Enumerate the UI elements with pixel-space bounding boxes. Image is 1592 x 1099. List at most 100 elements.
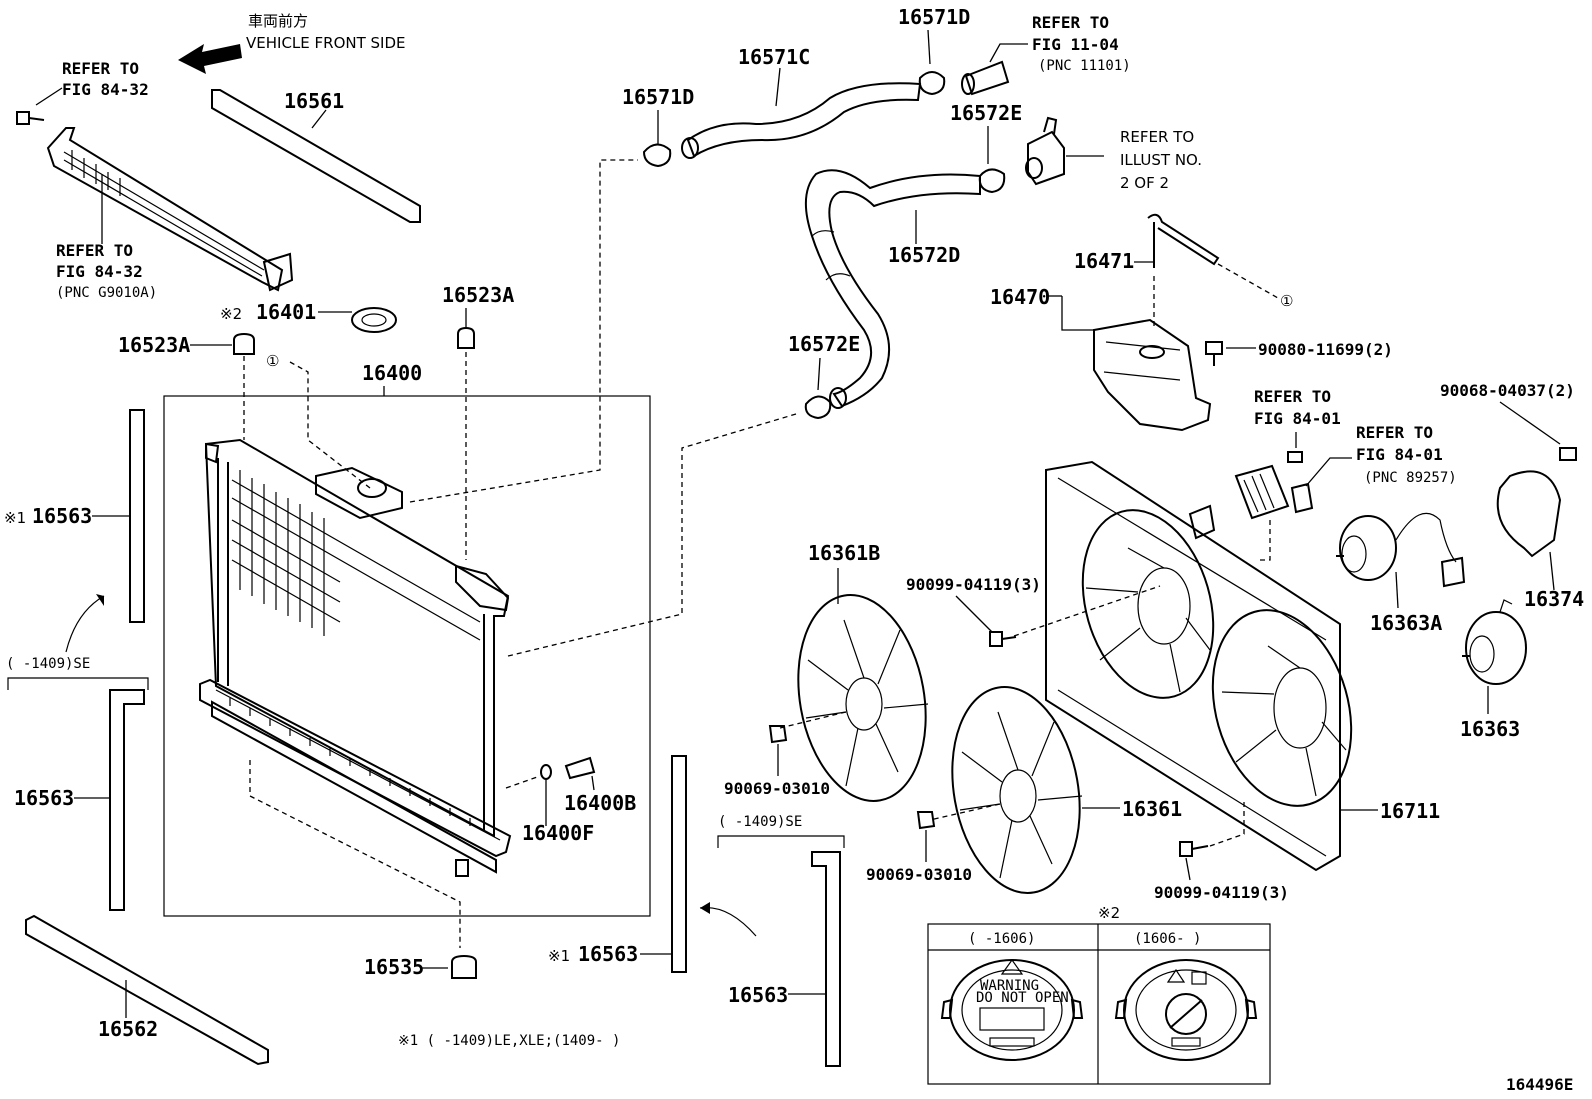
- pnc-11101-label: (PNC 11101): [1038, 58, 1131, 74]
- part-number-90069-03010: 90069-03010: [724, 779, 830, 798]
- vehicle-front-japanese: 車両前方: [248, 12, 308, 30]
- fig-1104-label: FIG 11-04: [1032, 35, 1119, 54]
- circle-1-marker: ①: [266, 352, 279, 370]
- range-label: ( -1409)SE: [6, 656, 90, 672]
- drain-plug-16523a-left: 16523A: [118, 332, 255, 440]
- part-number-16400b: 16400B: [564, 791, 636, 815]
- front-arrow-icon: [178, 44, 242, 74]
- screw-90099-bottom: 90099-04119(3): [1154, 802, 1289, 902]
- clamp-16571d-left: 16571D: [622, 85, 694, 168]
- part-number-16470: 16470: [990, 285, 1050, 309]
- dipstick-16471: 16471 ①: [1074, 213, 1293, 330]
- part-number-16400: 16400: [362, 361, 422, 385]
- part-number-16572e: 16572E: [950, 101, 1022, 125]
- part-number-16535: 16535: [364, 955, 424, 979]
- two-of-two-label: 2 OF 2: [1120, 174, 1169, 192]
- clamp-16572e-right: 16572E: [950, 101, 1022, 194]
- refer-11-04: REFER TO FIG 11-04 (PNC 11101): [961, 13, 1131, 96]
- part-number-16571c: 16571C: [738, 45, 810, 69]
- mark-2: ※2: [220, 305, 242, 323]
- part-number-16563: 16563: [728, 983, 788, 1007]
- bolt-icon: [16, 111, 45, 125]
- refer-to-label: REFER TO: [1032, 13, 1109, 32]
- fan-motor-16363: 16363: [1460, 599, 1527, 741]
- mark-2: ※2: [1098, 904, 1120, 922]
- cap-warning-text: WARNING: [980, 978, 1039, 994]
- part-number-16363: 16363: [1460, 717, 1520, 741]
- hose-16571c: 16571C: [681, 45, 922, 159]
- part-number-16401: 16401: [256, 300, 316, 324]
- seal-16562: 16562: [25, 914, 269, 1066]
- clamp-16571d-right: 16571D: [898, 5, 970, 96]
- mark-1: ※1: [548, 947, 570, 965]
- pnc-89257-label: (PNC 89257): [1364, 470, 1457, 486]
- part-number-16572d: 16572D: [888, 243, 960, 267]
- fig-8401-label: FIG 84-01: [1356, 445, 1443, 464]
- part-number-16363a: 16363A: [1370, 611, 1442, 635]
- part-number-16561: 16561: [284, 89, 344, 113]
- part-number-16523a: 16523A: [442, 283, 514, 307]
- diagram-code: 164496E: [1506, 1075, 1573, 1094]
- reservoir-16470: 16470: [990, 285, 1212, 432]
- part-number-16563: 16563: [32, 504, 92, 528]
- curved-arrow-icon: [65, 595, 105, 653]
- part-number-90069-03010: 90069-03010: [866, 865, 972, 884]
- drain-plug-16523a-right: 16523A: [442, 283, 514, 560]
- cap-col1-header: ( -1606): [968, 931, 1035, 947]
- illust-no-label: ILLUST NO.: [1120, 151, 1202, 169]
- radiator-cap-new-icon: [1114, 959, 1258, 1061]
- fan-shroud-16711: 16711: [1045, 460, 1440, 872]
- refer-84-01-b: REFER TO FIG 84-01 (PNC 89257): [1290, 423, 1457, 514]
- fig-8432-label: FIG 84-32: [56, 262, 143, 281]
- range-se-right: ( -1409)SE: [699, 814, 845, 937]
- cushion-16535: 16535: [364, 954, 477, 979]
- fan-motor-16363a: 16363A: [1336, 512, 1466, 635]
- refer-84-01-a: REFER TO FIG 84-01: [1234, 387, 1341, 561]
- part-number-16562: 16562: [98, 1017, 158, 1041]
- seal-16561: 16561: [211, 89, 421, 223]
- part-number-16361: 16361: [1122, 797, 1182, 821]
- wire-clamp-16374: 90068-04037(2) 16374: [1440, 381, 1584, 611]
- part-number-16572e: 16572E: [788, 332, 860, 356]
- fig-8401-label: FIG 84-01: [1254, 409, 1341, 428]
- circle-1-marker: ①: [1280, 292, 1293, 310]
- refer-illust-2-of-2: REFER TO ILLUST NO. 2 OF 2: [1025, 116, 1202, 192]
- bolt-90080: 90080-11699(2): [1205, 340, 1393, 366]
- radiator-cap-old-icon: WARNING DO NOT OPEN: [940, 958, 1084, 1061]
- part-number-16571d: 16571D: [898, 5, 970, 29]
- seal-16563-upper-left: ※1 16563: [4, 409, 145, 653]
- part-number-90080-11699: 90080-11699(2): [1258, 340, 1393, 359]
- range-label: ( -1409)SE: [718, 814, 802, 830]
- nut-90069-right: 90069-03010: [866, 811, 972, 884]
- part-number-16711: 16711: [1380, 799, 1440, 823]
- part-number-90099-04119: 90099-04119(3): [906, 575, 1041, 594]
- part-number-16563: 16563: [14, 786, 74, 810]
- seal-16563-right-lower: 16563: [728, 851, 841, 1067]
- reference-circle-1-left: ①: [266, 352, 371, 489]
- radiator-assembly-16400: 16400: [163, 159, 797, 948]
- seal-16563-right-upper: ※1 16563: [548, 755, 687, 973]
- seal-16563-lower-left: 16563: [14, 689, 145, 911]
- part-number-16471: 16471: [1074, 249, 1134, 273]
- part-number-16571d: 16571D: [622, 85, 694, 109]
- part-number-90099-04119: 90099-04119(3): [1154, 883, 1289, 902]
- refer-to-label: REFER TO: [1356, 423, 1433, 442]
- clamp-16572e-left: 16572E: [788, 332, 860, 420]
- mark-1: ※1: [4, 509, 26, 527]
- refer-to-label: REFER TO: [62, 59, 139, 78]
- refer-to-label: REFER TO: [1120, 128, 1194, 146]
- range-se-left: ( -1409)SE: [6, 656, 149, 690]
- part-number-16523a: 16523A: [118, 333, 190, 357]
- fan-16361b: 16361B: [779, 541, 1161, 802]
- part-number-16400f: 16400F: [522, 821, 594, 845]
- part-number-16361b: 16361B: [808, 541, 880, 565]
- radiator-cap-16401: ※2 16401: [220, 300, 397, 333]
- footnote-mark-1: ※1 ( -1409)LE,XLE;(1409- ): [398, 1033, 620, 1049]
- pnc-g9010a-label: (PNC G9010A): [56, 285, 157, 301]
- screw-90099-top: 90099-04119(3): [906, 575, 1041, 647]
- condenser-support: [46, 127, 294, 292]
- part-number-16563: 16563: [578, 942, 638, 966]
- vehicle-front-english: VEHICLE FRONT SIDE: [246, 34, 406, 52]
- refer-84-32-bottom: REFER TO FIG 84-32 (PNC G9010A): [56, 241, 157, 301]
